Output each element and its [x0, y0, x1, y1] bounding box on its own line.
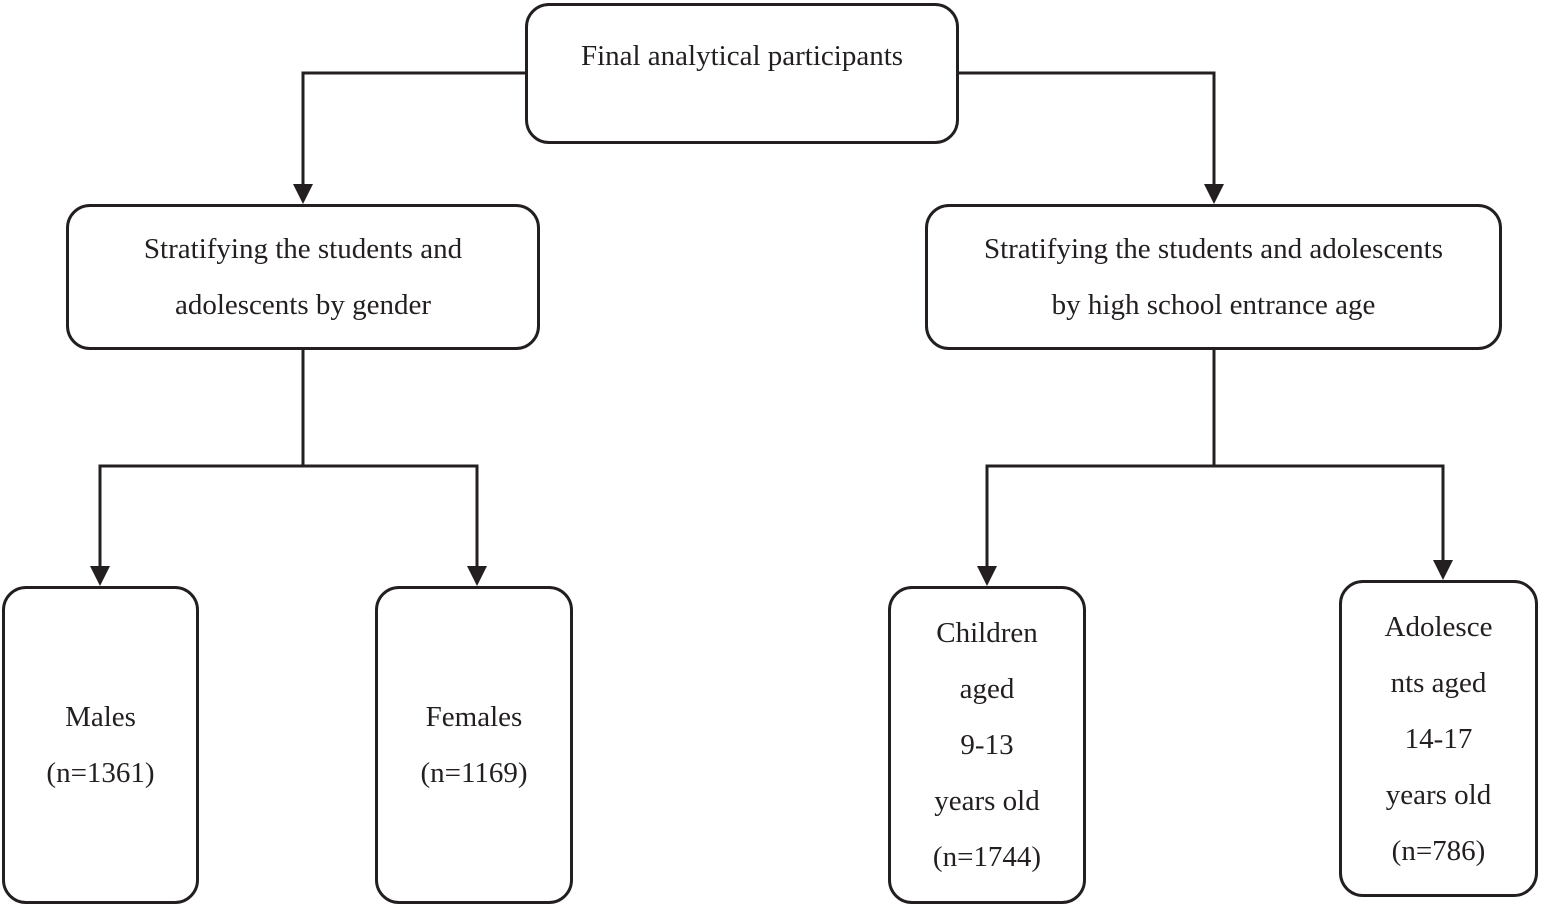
arrowhead-males	[90, 566, 110, 586]
connector-gender-to-females	[303, 464, 479, 570]
box-text-line: Females	[425, 701, 523, 733]
box-text-line: (n=1169)	[420, 757, 528, 789]
arrowhead-gender	[293, 184, 313, 204]
arrowhead-adolescents	[1433, 560, 1453, 580]
children-box: Children aged 9-13 years old (n=1744)	[888, 586, 1086, 904]
arrowhead-females	[467, 566, 487, 586]
arrowhead-age	[1204, 184, 1224, 204]
age-stratification-box: Stratifying the students and adolescents…	[925, 204, 1502, 350]
box-text-line: Stratifying the students and	[143, 233, 463, 265]
connector-age-to-adolescents	[1214, 464, 1445, 564]
box-text-line: Stratifying the students and adolescents	[983, 233, 1444, 265]
box-text-line: by high school entrance age	[1051, 289, 1376, 321]
box-text-line: Males	[65, 701, 136, 733]
connector-root-to-gender	[301, 71, 525, 188]
adolescents-box: Adolesce nts aged 14-17 years old (n=786…	[1339, 580, 1538, 897]
gender-stratification-box: Stratifying the students and adolescents…	[66, 204, 540, 350]
box-text-line: (n=1744)	[932, 841, 1042, 873]
females-box: Females (n=1169)	[375, 586, 573, 904]
connector-gender-to-males	[98, 464, 303, 570]
box-text-line: adolescents by gender	[174, 289, 432, 321]
box-text-line: (n=786)	[1391, 834, 1486, 867]
box-text-line: nts aged	[1390, 666, 1487, 699]
box-text-line: 9-13	[960, 729, 1014, 761]
connector-age-to-children	[985, 464, 1214, 570]
box-text-line: aged	[959, 673, 1015, 705]
box-text-line: Adolesce	[1384, 610, 1493, 643]
box-text-line: Final analytical participants	[580, 40, 904, 72]
final-participants-box: Final analytical participants	[525, 3, 959, 144]
arrowhead-children	[977, 566, 997, 586]
box-text-line: years old	[934, 785, 1040, 817]
box-text-line: (n=1361)	[46, 757, 155, 789]
males-box: Males (n=1361)	[2, 586, 199, 904]
box-text-line: Children	[936, 617, 1038, 649]
connector-root-to-age	[959, 71, 1216, 188]
box-text-line: 14-17	[1404, 722, 1473, 755]
box-text-line: years old	[1385, 778, 1492, 811]
